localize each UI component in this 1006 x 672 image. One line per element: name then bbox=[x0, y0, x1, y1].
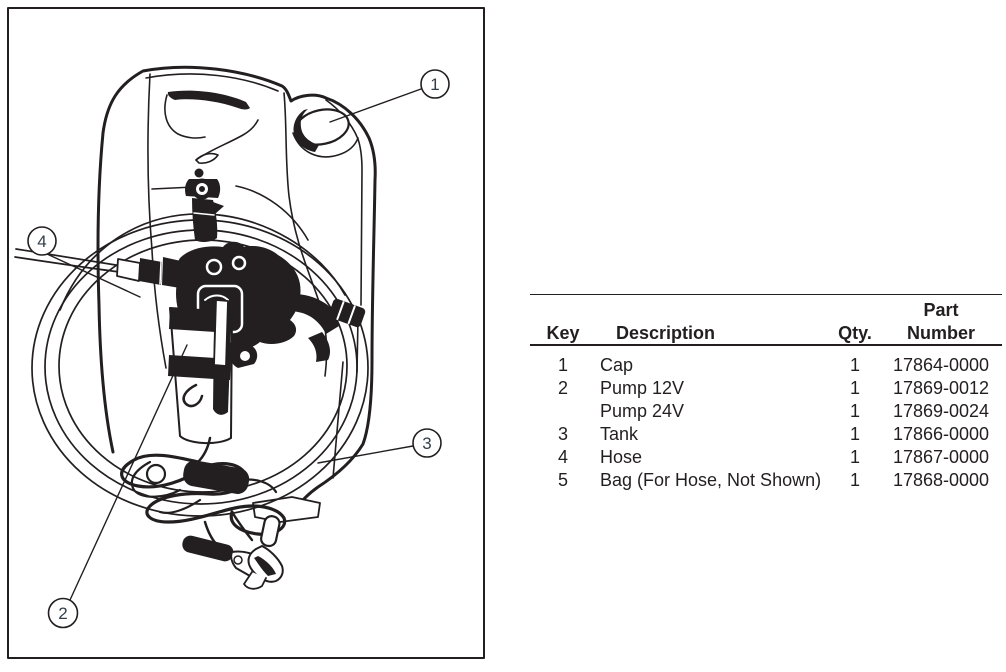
cell-key: 4 bbox=[557, 447, 568, 467]
cell-key: 5 bbox=[557, 470, 568, 490]
cell-key bbox=[530, 400, 596, 423]
header-key: Key bbox=[546, 323, 580, 343]
callout-3-number: 3 bbox=[422, 434, 431, 453]
tank-foot bbox=[252, 496, 321, 523]
callout-2: 2 bbox=[47, 344, 188, 629]
callout-4-number: 4 bbox=[37, 232, 46, 251]
table-body: 1 Cap 1 17864-0000 2 Pump 12V 1 17869-00… bbox=[530, 354, 1002, 492]
header-part: Part bbox=[923, 300, 959, 320]
callout-1: 1 bbox=[329, 69, 450, 123]
cell-qty: 1 bbox=[849, 378, 860, 398]
cell-part-number: 17866-0000 bbox=[892, 424, 990, 444]
cell-description: Tank bbox=[600, 424, 639, 444]
callout-4: 4 bbox=[27, 226, 141, 298]
header-qty: Qty. bbox=[838, 323, 872, 343]
pump-drawing bbox=[116, 241, 366, 444]
table-top-rule bbox=[530, 294, 1002, 295]
table-row: 2 Pump 12V 1 17869-0012 bbox=[530, 377, 1002, 400]
cell-key: 1 bbox=[557, 355, 568, 375]
cell-qty: 1 bbox=[849, 355, 860, 375]
table-header-line2: Key Description Qty. Number bbox=[530, 322, 1002, 345]
cell-part-number: 17869-0024 bbox=[892, 401, 990, 421]
callouts: 1 2 3 4 bbox=[27, 69, 450, 629]
cell-part-number: 17869-0012 bbox=[892, 378, 990, 398]
cell-part-number: 17867-0000 bbox=[892, 447, 990, 467]
cell-qty: 1 bbox=[849, 470, 860, 490]
cell-key: 2 bbox=[557, 378, 568, 398]
parts-diagram: 1 2 3 4 bbox=[7, 7, 485, 659]
table-row: 3 Tank 1 17866-0000 bbox=[530, 423, 1002, 446]
callout-3: 3 bbox=[317, 428, 442, 464]
table-row: 4 Hose 1 17867-0000 bbox=[530, 446, 1002, 469]
header-number: Number bbox=[906, 323, 975, 343]
battery-clip-right bbox=[243, 515, 284, 590]
callout-2-number: 2 bbox=[58, 604, 67, 623]
wire-drawing bbox=[120, 383, 287, 590]
bracket-drawing bbox=[185, 168, 224, 243]
table-header-rule bbox=[530, 344, 1002, 346]
table-row: 5 Bag (For Hose, Not Shown) 1 17868-0000 bbox=[530, 469, 1002, 492]
cell-qty: 1 bbox=[849, 424, 860, 444]
table-header-line1: Part bbox=[530, 299, 1002, 322]
cell-part-number: 17868-0000 bbox=[892, 470, 990, 490]
cap-drawing bbox=[292, 108, 359, 158]
cell-qty: 1 bbox=[849, 401, 860, 421]
cell-description: Hose bbox=[600, 447, 643, 467]
table-row: Pump 24V 1 17869-0024 bbox=[530, 400, 1002, 423]
cell-description: Cap bbox=[600, 355, 634, 375]
tank-drawing bbox=[96, 65, 377, 523]
cell-key: 3 bbox=[557, 424, 568, 444]
cell-qty: 1 bbox=[849, 447, 860, 467]
cell-description: Pump 12V bbox=[600, 378, 685, 398]
callout-1-number: 1 bbox=[430, 75, 439, 94]
tank-handle bbox=[164, 90, 259, 164]
cell-description: Bag (For Hose, Not Shown) bbox=[600, 470, 822, 490]
cell-description: Pump 24V bbox=[600, 401, 685, 421]
header-description: Description bbox=[616, 323, 716, 343]
cell-part-number: 17864-0000 bbox=[892, 355, 990, 375]
table-row: 1 Cap 1 17864-0000 bbox=[530, 354, 1002, 377]
